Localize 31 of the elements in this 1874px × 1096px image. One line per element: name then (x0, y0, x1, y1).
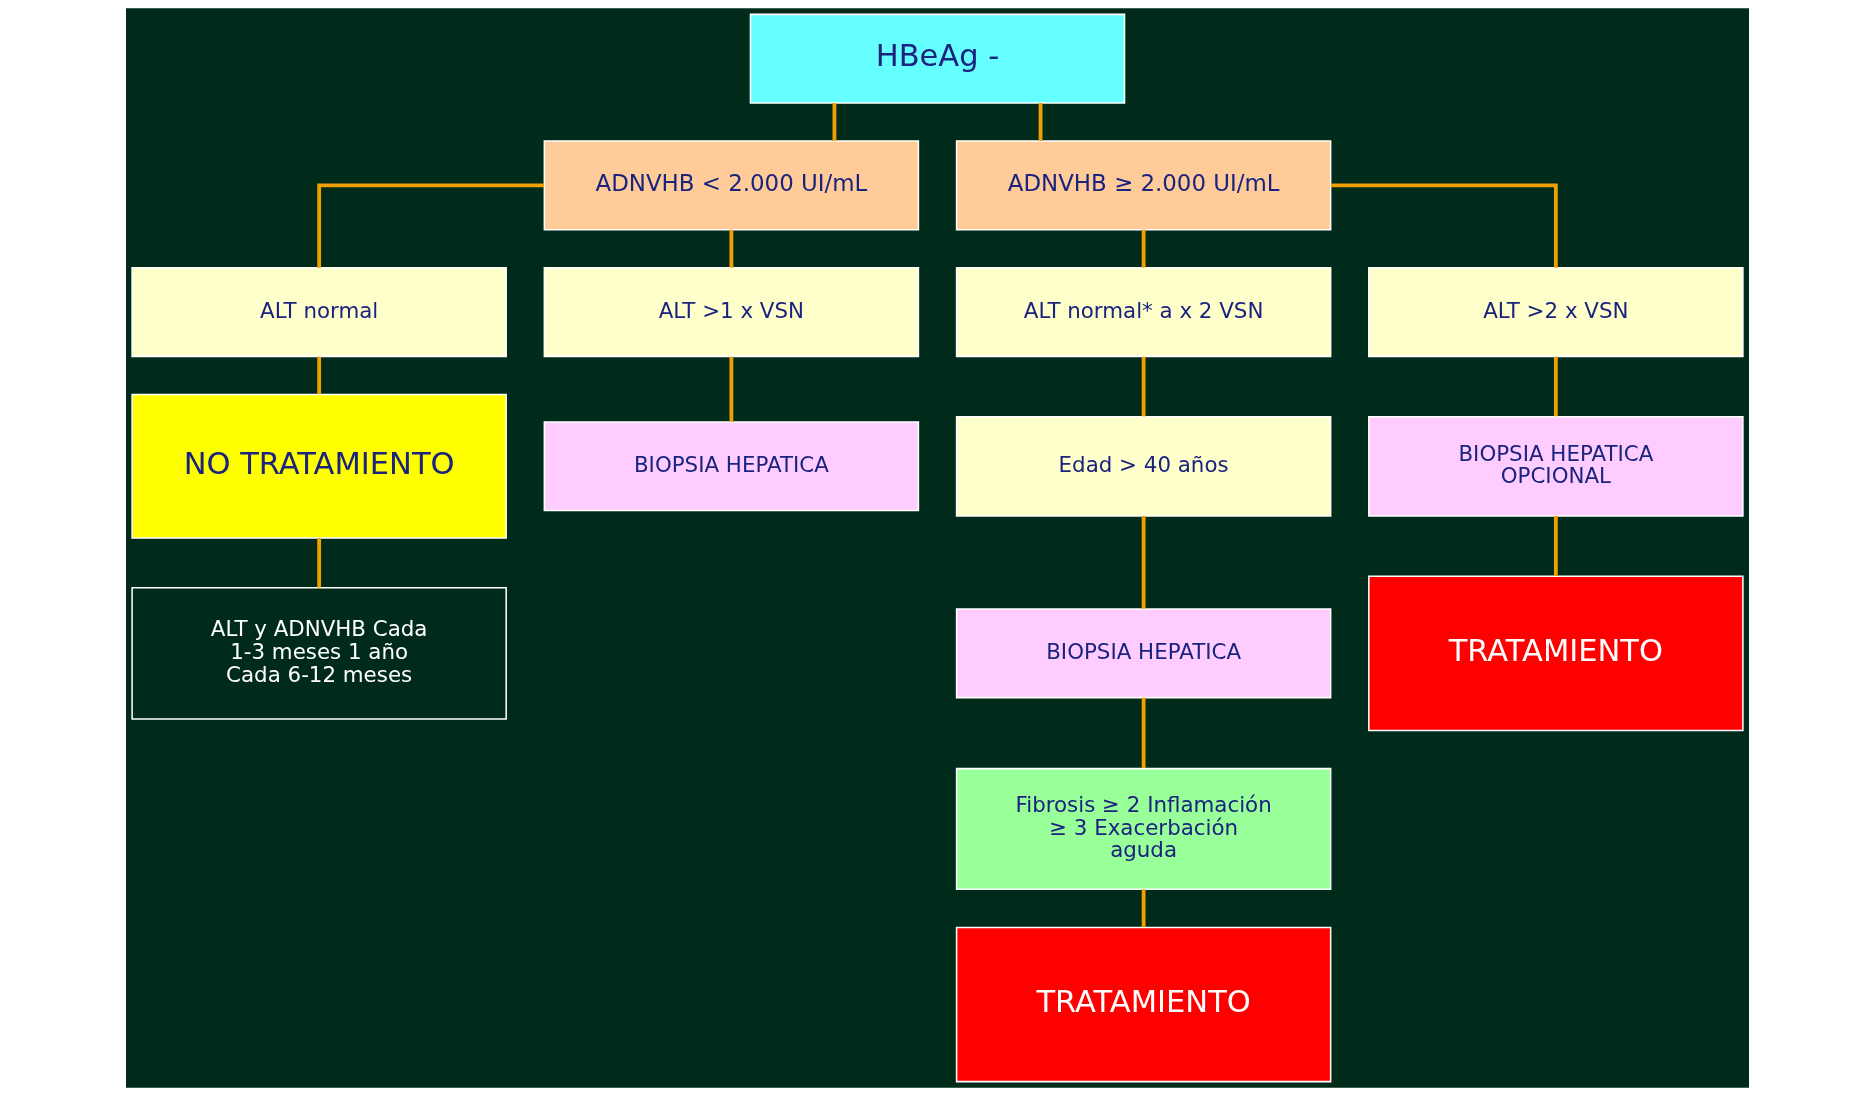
node-box: BIOPSIA HEPATICA (955, 608, 1331, 699)
connector (728, 229, 733, 268)
node-box: BIOPSIA HEPATICA (543, 421, 919, 512)
node-box: ALT normal (130, 267, 507, 358)
connector (1038, 103, 1042, 141)
connector (316, 183, 544, 268)
node-box: ALT >2 x VSN (1367, 267, 1744, 358)
node-box: HBeAg - (749, 13, 1125, 104)
connector (1141, 356, 1146, 417)
connector (1553, 356, 1558, 417)
node-box: TRATAMIENTO (1367, 575, 1744, 732)
node-box: ALT >1 x VSN (543, 267, 919, 358)
node-box: NO TRATAMIENTO (130, 393, 507, 539)
node-box: ALT normal* a x 2 VSN (955, 267, 1331, 358)
connector (1141, 697, 1146, 769)
node-box: Fibrosis ≥ 2 Inflamación ≥ 3 Exacerbación aguda (955, 767, 1331, 890)
node-box: ADNVHB < 2.000 UI/mL (543, 140, 919, 231)
node-box: ALT y ADNVHB Cada 1-3 meses 1 año Cada 6-12 meses (130, 586, 507, 720)
node-box: TRATAMIENTO (955, 926, 1331, 1083)
connector (1330, 183, 1558, 268)
connector (1553, 515, 1558, 576)
connector (832, 103, 836, 141)
connector (316, 356, 321, 395)
node-box: BIOPSIA HEPATICA OPCIONAL (1367, 415, 1744, 517)
connector (1141, 889, 1146, 927)
connector (1141, 515, 1146, 609)
connector (316, 538, 321, 588)
node-box: Edad > 40 años (955, 415, 1331, 517)
node-box: ADNVHB ≥ 2.000 UI/mL (955, 140, 1331, 231)
connector (728, 356, 733, 422)
connector (1141, 229, 1146, 268)
